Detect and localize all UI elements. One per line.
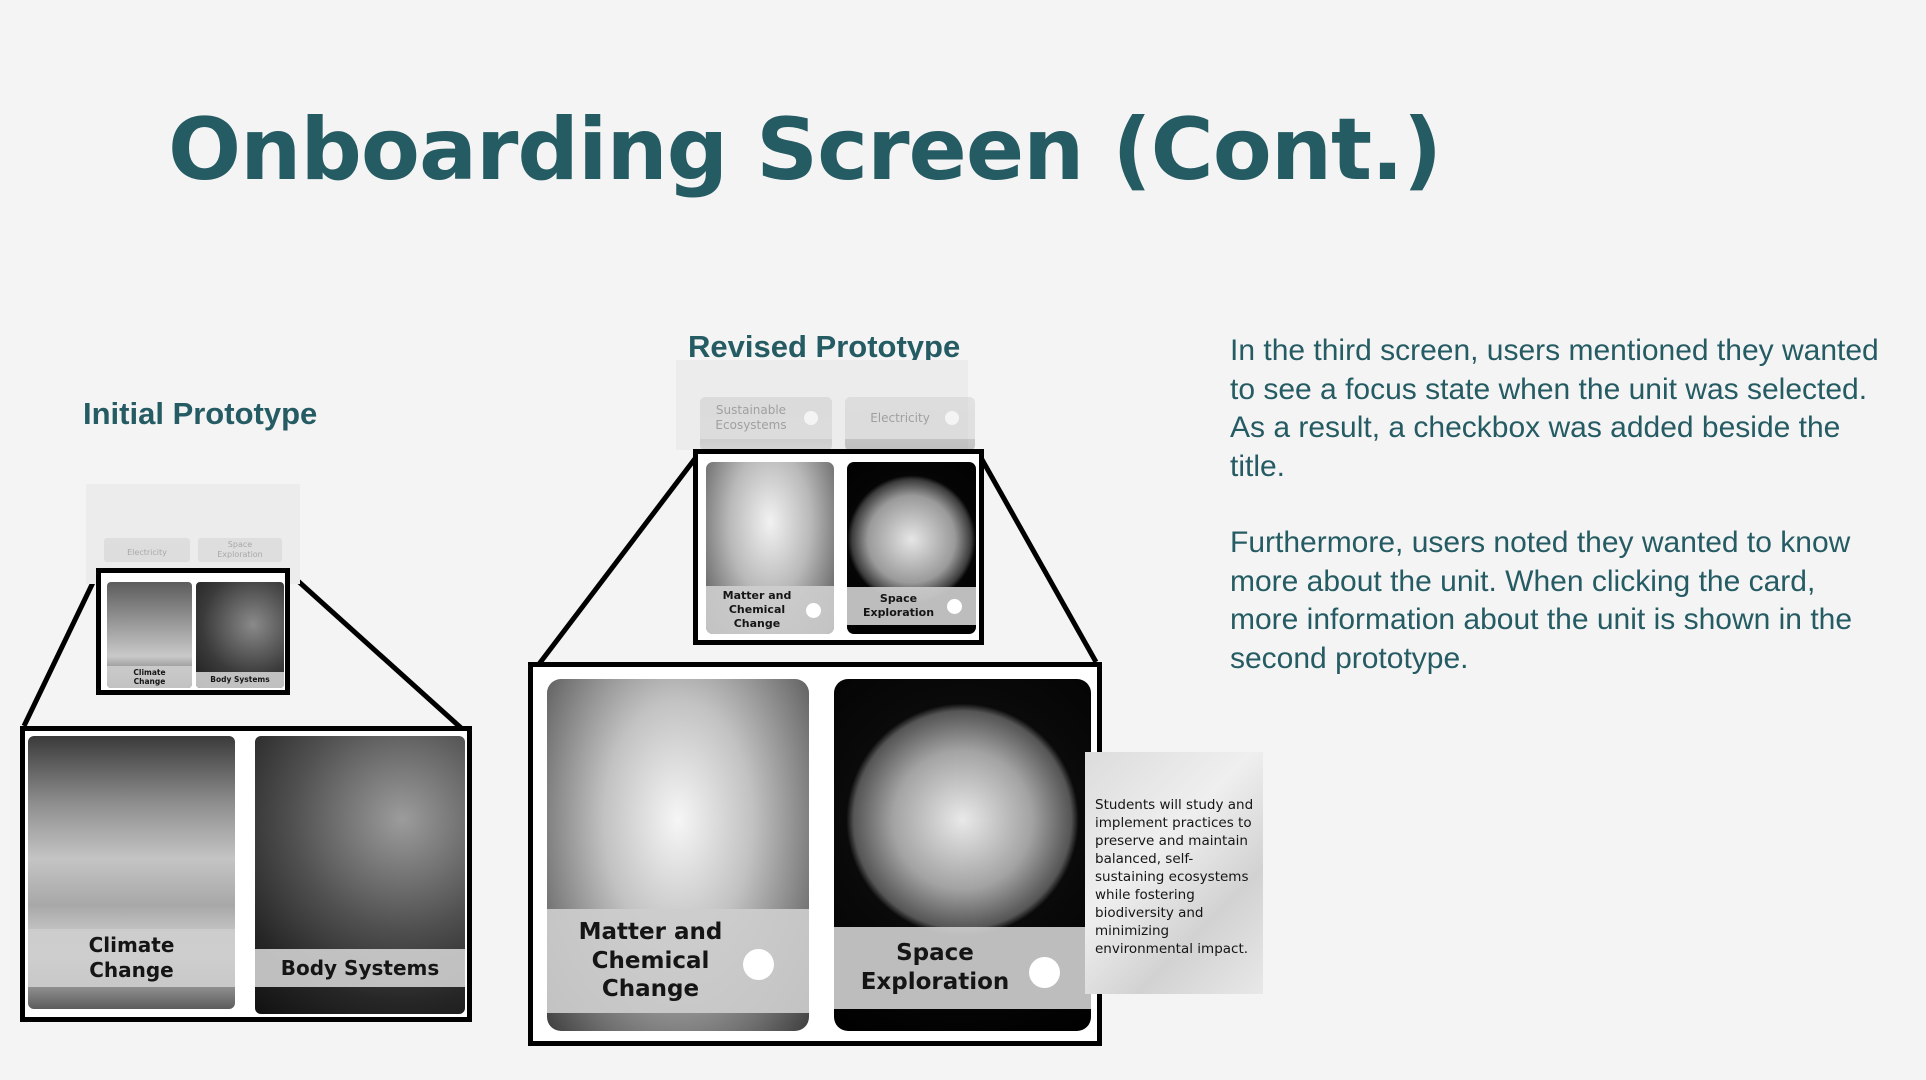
revised-large-card-matter[interactable]: Matter and Chemical Change (547, 679, 809, 1031)
description: In the third screen, users mentioned the… (1230, 332, 1890, 678)
card-label: Climate Change (88, 933, 175, 982)
revised-large-card-space[interactable]: Space Exploration (834, 679, 1091, 1031)
revised-prototype-label: Revised Prototype (688, 329, 961, 364)
initial-small-card-body[interactable]: Body Systems (196, 582, 284, 688)
revised-small-card-matter[interactable]: Matter and Chemical Change (706, 462, 834, 634)
card-label: Space Exploration (860, 940, 1010, 995)
initial-ghost-background (86, 484, 300, 584)
card-label: Space Exploration (862, 592, 935, 619)
revised-ghost-card-sustainable: Sustainable Ecosystems (700, 397, 832, 451)
description-paragraph-1: In the third screen, users mentioned the… (1230, 334, 1879, 483)
card-label: Electricity (127, 548, 167, 557)
description-paragraph-2: Furthermore, users noted they wanted to … (1230, 526, 1853, 675)
card-label: Climate Change (133, 667, 166, 686)
checkbox-circle[interactable] (743, 949, 774, 980)
checkbox-circle (945, 411, 959, 425)
card-label: Space Exploration (217, 540, 263, 559)
revised-ghost-background (676, 360, 968, 450)
checkbox-circle[interactable] (1029, 957, 1060, 988)
initial-large-card-climate[interactable]: Climate Change (28, 736, 235, 1009)
revised-small-frame: Matter and Chemical Change Space Explora… (693, 449, 984, 645)
card-label: Body Systems (280, 955, 440, 980)
initial-ghost-card-space: Space Exploration (198, 538, 282, 562)
initial-large-frame: Climate Change Body Systems (20, 726, 472, 1022)
revised-large-frame: Matter and Chemical Change Space Explora… (528, 662, 1102, 1046)
slide-title: Onboarding Screen (Cont.) (168, 100, 1442, 200)
initial-prototype-label: Initial Prototype (83, 396, 318, 431)
card-label: Body Systems (210, 675, 270, 685)
checkbox-circle[interactable] (806, 603, 821, 618)
revised-ghost-card-electricity: Electricity (845, 397, 975, 451)
initial-small-frame: Climate Change Body Systems (96, 568, 290, 695)
unit-info-text: Students will study and implement practi… (1095, 797, 1254, 957)
card-label: Electricity (870, 410, 930, 425)
checkbox-circle[interactable] (947, 599, 962, 614)
unit-info-card: Students will study and implement practi… (1085, 752, 1263, 994)
initial-ghost-card-electricity: Electricity (104, 538, 190, 562)
initial-small-card-climate[interactable]: Climate Change (107, 582, 192, 688)
card-label: Sustainable Ecosystems (715, 403, 787, 432)
card-label: Matter and Chemical Change (722, 589, 792, 630)
initial-large-card-body[interactable]: Body Systems (255, 736, 465, 1014)
revised-small-card-space[interactable]: Space Exploration (847, 462, 976, 634)
card-label: Matter and Chemical Change (578, 918, 723, 1003)
checkbox-circle (804, 411, 818, 425)
